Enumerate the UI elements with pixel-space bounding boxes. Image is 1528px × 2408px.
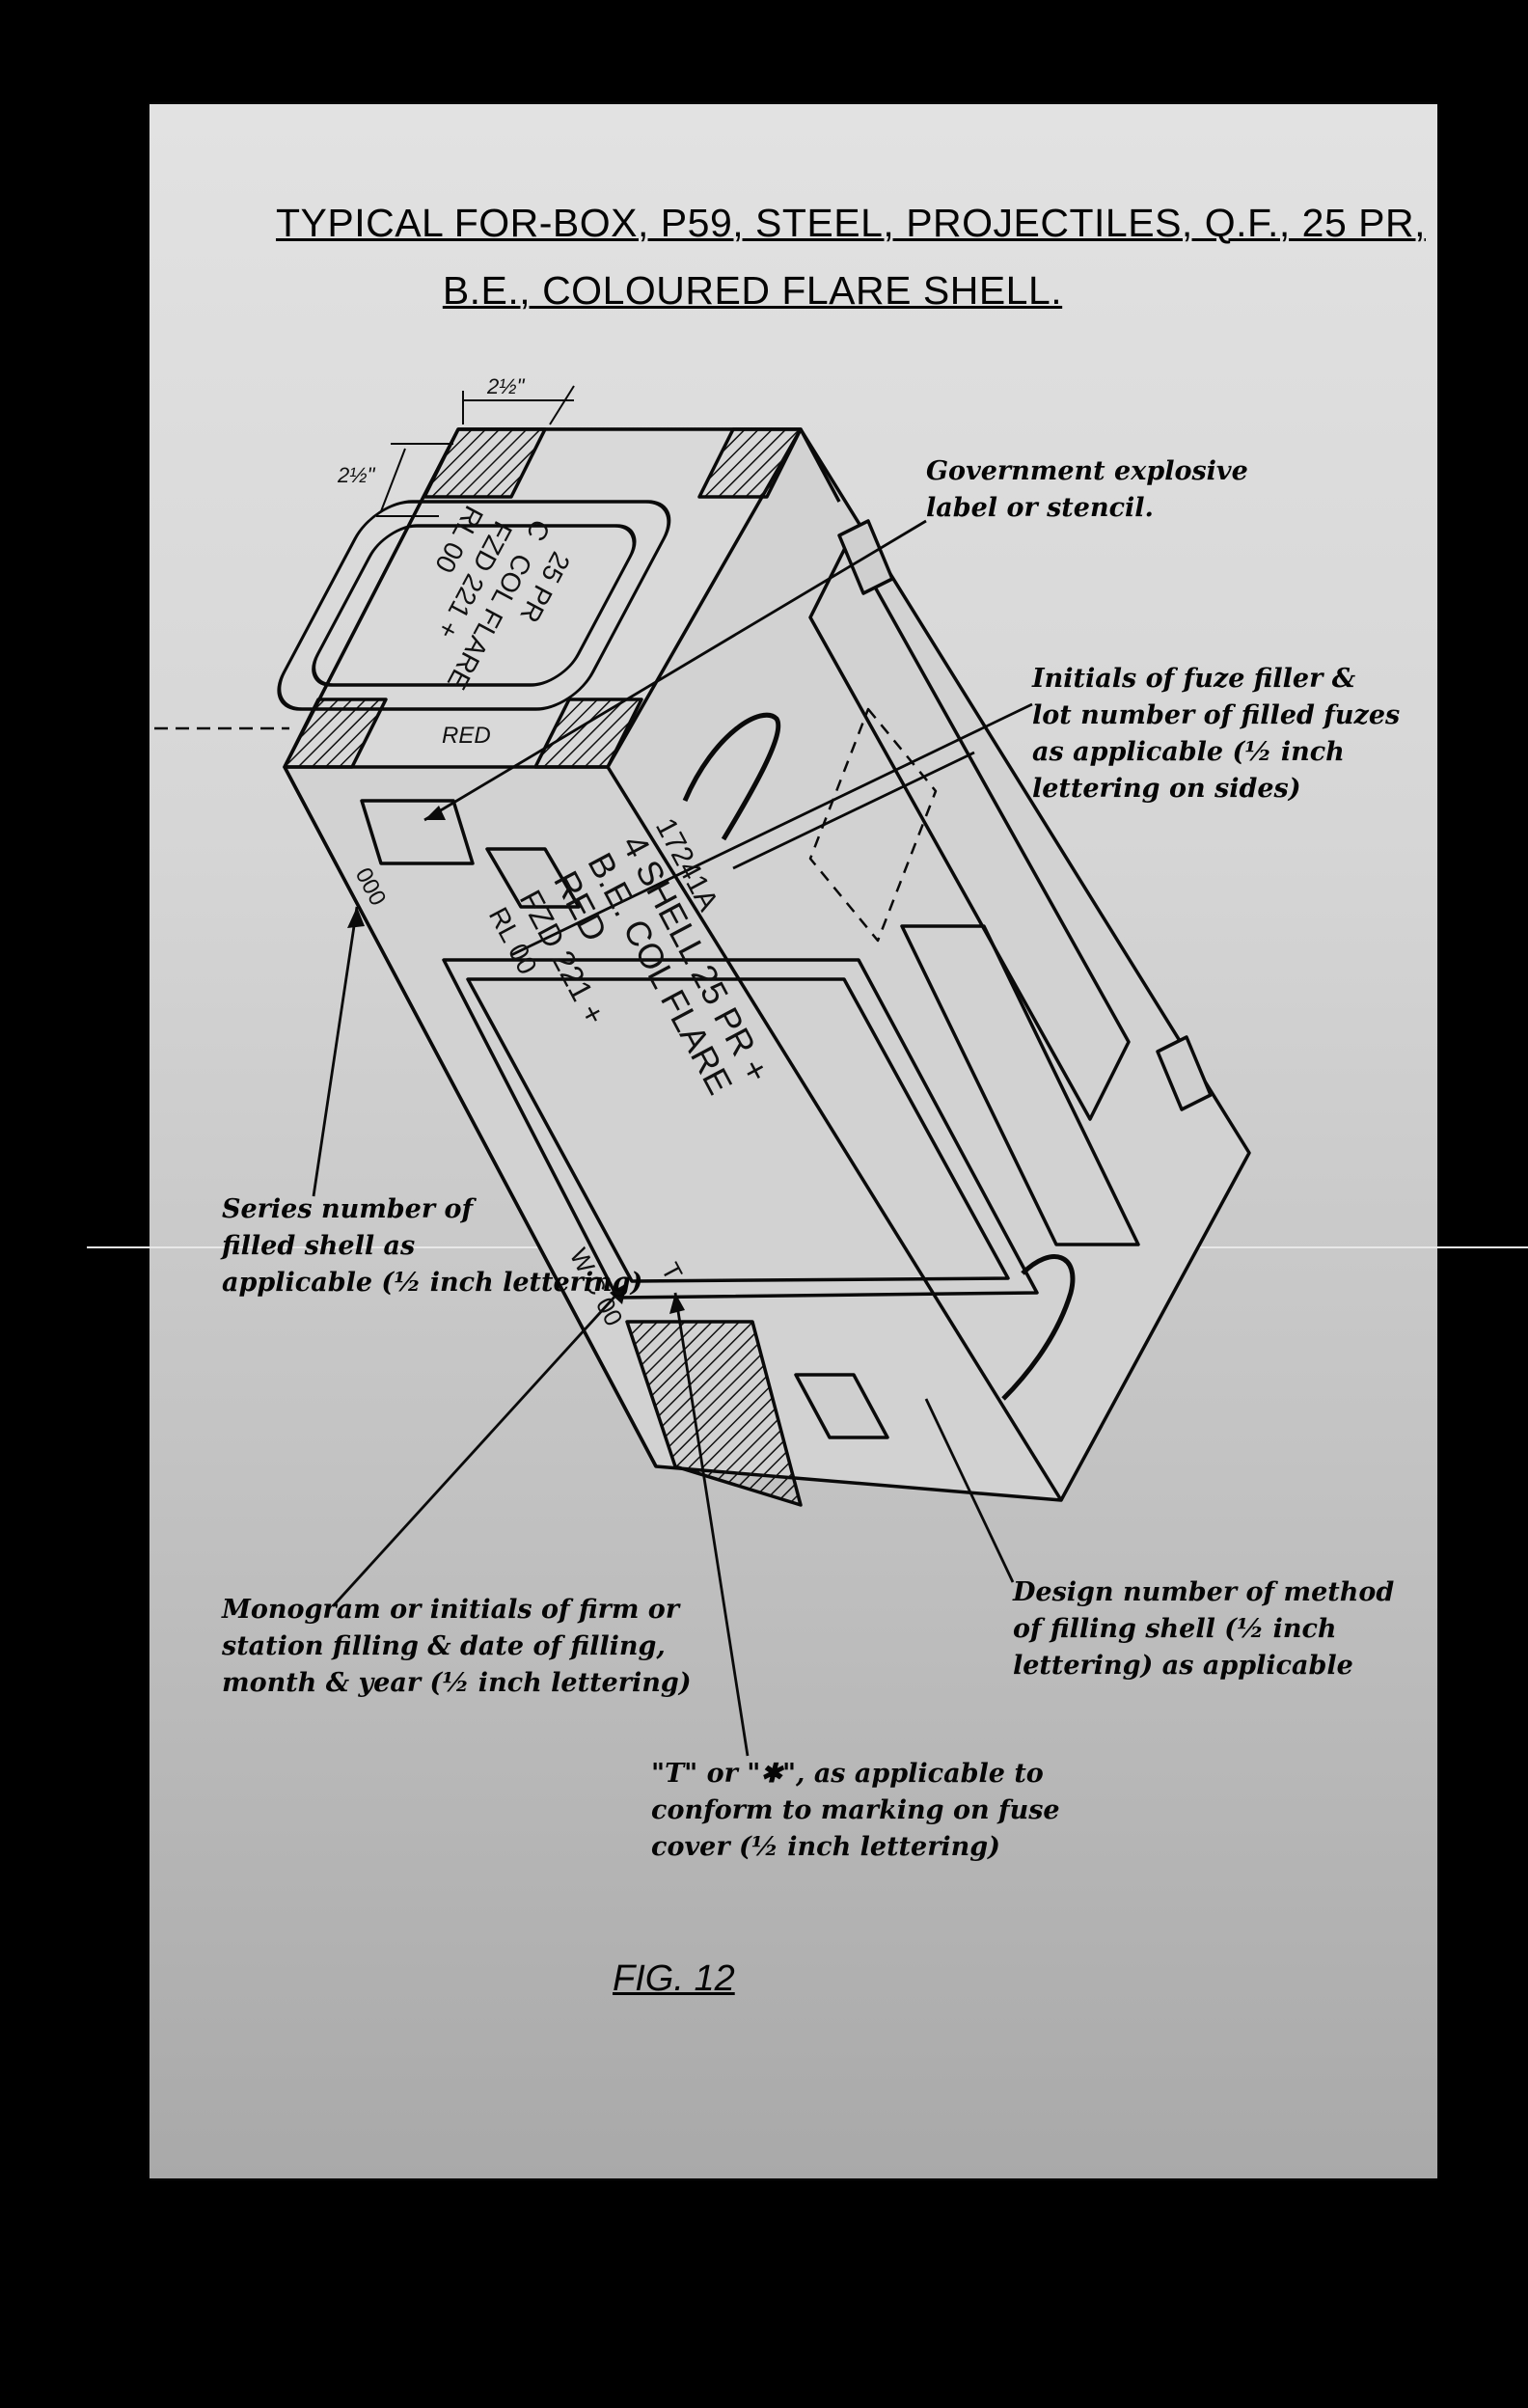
- corner-block: [423, 427, 547, 499]
- corner-block: [697, 427, 803, 499]
- side-panel: [808, 538, 1131, 1121]
- title-line-1: TYPICAL FOR-BOX, P59, STEEL, PROJECTILES…: [275, 201, 1427, 245]
- side-recess: [466, 977, 1010, 1283]
- corner-block: [625, 1320, 803, 1507]
- note-fuze-filler: Initials of fuze filler & lot number of …: [1032, 664, 1401, 804]
- note-design-number: Design number of method of filling shell…: [1013, 1577, 1395, 1681]
- title-line-2: B.E., COLOURED FLARE SHELL.: [442, 268, 1063, 313]
- note-gov-label: Government explosive label or stencil.: [926, 456, 1248, 523]
- gov-label-square: [360, 799, 475, 865]
- wire-clip: [1001, 1254, 1076, 1401]
- figure-label: FIG. 12: [613, 1958, 735, 1999]
- note-monogram: Monogram or initials of firm or station …: [222, 1595, 692, 1698]
- side-recess: [442, 958, 1039, 1300]
- lid-panel-inner: [312, 524, 637, 687]
- note-t-mark: "T" or "✱", as applicable to conform to …: [651, 1759, 1060, 1862]
- leader-lines: [312, 519, 1033, 1757]
- dashed-label: [808, 707, 938, 943]
- arrowheads: [347, 806, 685, 1314]
- corner-block: [533, 698, 643, 769]
- wire-clip: [682, 712, 781, 841]
- side-panel: [900, 924, 1140, 1246]
- handle: [1156, 1035, 1213, 1111]
- corner-block: [283, 698, 388, 769]
- lid-panel: [277, 500, 671, 711]
- handle: [485, 847, 581, 909]
- note-series-number: Series number of filled shell as applica…: [222, 1194, 643, 1298]
- lid-label: RED: [442, 723, 491, 749]
- dim-width: 2½": [486, 374, 526, 398]
- handle: [794, 1373, 889, 1439]
- dim-height: 2½": [337, 463, 376, 487]
